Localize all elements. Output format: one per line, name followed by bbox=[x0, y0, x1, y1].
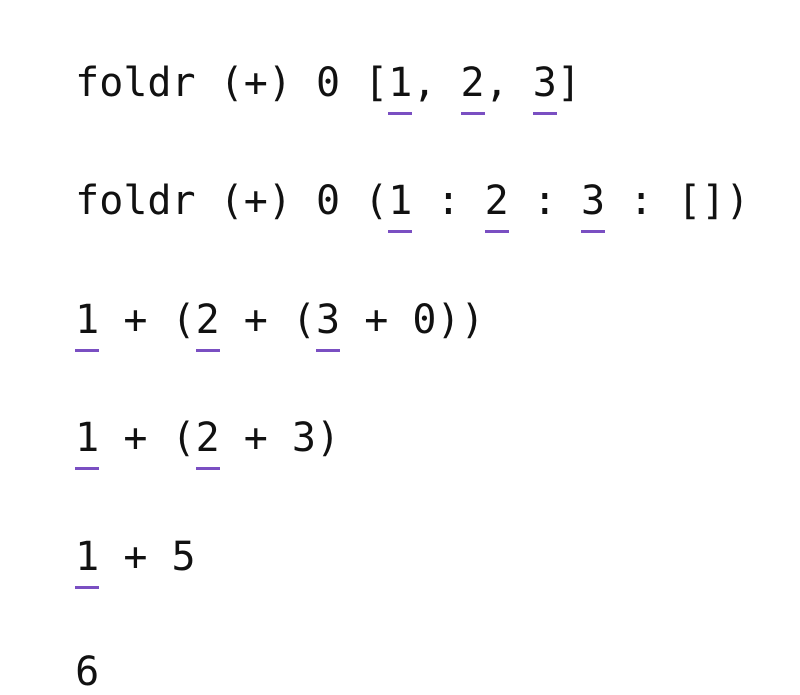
step-3-element-1: 1 bbox=[75, 297, 100, 352]
step-4-part-4: + 3) bbox=[219, 415, 341, 461]
step-2-element-3: 3 bbox=[580, 178, 606, 233]
step-3-element-2: 2 bbox=[195, 297, 220, 352]
step-4-part-2: + ( bbox=[99, 415, 196, 461]
step-1-element-2: 2 bbox=[460, 60, 485, 115]
step-3-line: 1 + (2 + (3 + 0)) bbox=[27, 260, 485, 352]
step-2-line: foldr (+) 0 (1 : 2 : 3 : []) bbox=[27, 141, 750, 233]
step-2-element-1: 1 bbox=[388, 178, 413, 233]
step-6-line: 6 bbox=[27, 612, 99, 692]
step-4-line: 1 + (2 + 3) bbox=[27, 378, 341, 470]
step-5-part-2: + 5 bbox=[99, 534, 196, 580]
step-3-part-6: + 0)) bbox=[340, 297, 485, 343]
step-1-part-7: ] bbox=[556, 60, 581, 106]
step-2-part-5: : bbox=[508, 178, 581, 224]
step-4-element-1: 1 bbox=[75, 415, 100, 470]
step-1-part-5: , bbox=[484, 60, 533, 106]
step-1-part-3: , bbox=[412, 60, 461, 106]
step-3-part-2: + ( bbox=[99, 297, 196, 343]
step-1-line: foldr (+) 0 [1, 2, 3] bbox=[27, 23, 581, 115]
step-3-part-4: + ( bbox=[219, 297, 317, 343]
step-2-element-2: 2 bbox=[484, 178, 509, 233]
step-6-result: 6 bbox=[75, 649, 100, 695]
step-5-element-1: 1 bbox=[75, 534, 100, 589]
step-3-element-3: 3 bbox=[316, 297, 341, 352]
step-2-part-1: foldr (+) 0 ( bbox=[75, 178, 389, 224]
step-2-part-7: : []) bbox=[605, 178, 750, 224]
step-2-part-3: : bbox=[412, 178, 485, 224]
step-1-part-1: foldr (+) 0 [ bbox=[75, 60, 389, 106]
step-4-element-2: 2 bbox=[195, 415, 220, 470]
step-1-element-3: 3 bbox=[532, 60, 557, 115]
step-5-line: 1 + 5 bbox=[27, 497, 196, 589]
step-1-element-1: 1 bbox=[388, 60, 413, 115]
